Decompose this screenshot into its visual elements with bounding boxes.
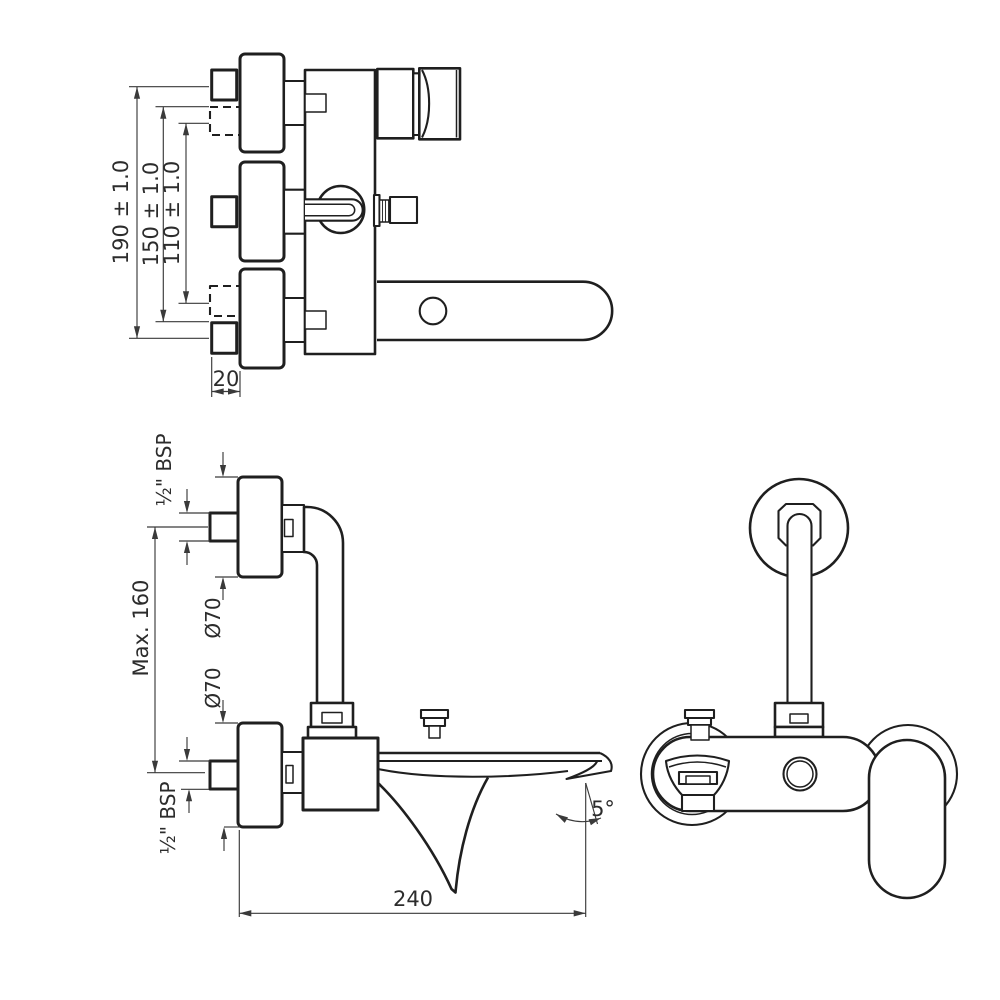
arrow-right [573, 910, 586, 917]
arrow-up [182, 123, 190, 136]
arrow-down [182, 291, 190, 304]
top-view: 190 ± 1.0 150 ± 1.0 110 ± 1.0 20 [109, 52, 614, 397]
arrow-down [219, 711, 227, 723]
dimension-dia70-bottom: Ø70 [201, 667, 240, 851]
arrow-up [219, 577, 227, 589]
arrow-right [228, 388, 240, 395]
dim-label-dia70-top: Ø70 [201, 597, 225, 638]
flange-middle [238, 160, 286, 263]
angle-slant-line [585, 782, 599, 825]
dashed-inlet-top [208, 105, 242, 137]
diverter-cap-mid [686, 716, 713, 727]
inlet-stub-bottom [210, 321, 239, 355]
bsp-stub-top [208, 511, 240, 543]
arrow-down [133, 326, 141, 339]
dimension-angle-5: 5° [555, 782, 615, 917]
screw-knob [388, 195, 419, 225]
dim-label-240: 240 [393, 887, 433, 911]
diverter-mid-side [422, 716, 447, 728]
spout-underside [377, 767, 569, 778]
dim-label-max160: Max. 160 [129, 580, 153, 677]
pipe-union-base-front [773, 725, 825, 739]
arrow-down [151, 760, 159, 773]
arrow-left [211, 388, 224, 395]
wall-flange-bottom [236, 721, 284, 829]
spout-hole [418, 296, 448, 326]
arrow-down [183, 749, 191, 761]
arrow-up [151, 527, 159, 539]
dimension-20: 20 [211, 357, 241, 397]
arrow-up [220, 827, 228, 839]
diverter-cap [683, 708, 716, 720]
dimension-dia70-top: Ø70 [201, 452, 238, 639]
diverter-stem-side [428, 725, 441, 739]
dimension-150: 150 ± 1.0 [139, 106, 209, 323]
pipe-union-base [306, 725, 358, 740]
dim-label-bsp-top: ½" BSP [152, 433, 176, 506]
dim-label-190: 190 ± 1.0 [109, 160, 133, 264]
riser-pipe [302, 505, 345, 705]
dim-label-bsp-bottom: ½" BSP [156, 781, 180, 854]
handle-cap-arc [421, 69, 431, 138]
pipe-union-notch-front [789, 713, 809, 724]
diverter-cap-side [419, 708, 450, 720]
arrow-left [239, 910, 252, 917]
arrow-up [160, 106, 167, 119]
diverter-stem [690, 724, 710, 741]
spout-plan [377, 280, 614, 342]
dim-label-110: 110 ± 1.0 [160, 161, 184, 265]
body-notch-bottom [304, 310, 327, 330]
diverter-base [680, 793, 716, 813]
arrow-arc-left [556, 814, 568, 823]
riser-pipe-front [786, 512, 813, 703]
dimension-max160: Max. 160 [129, 526, 208, 774]
dim-label-dia70-bottom: Ø70 [201, 667, 225, 708]
handle-blade [377, 776, 490, 894]
handle-base-plan [375, 67, 415, 140]
wall-flange-top [236, 475, 284, 579]
diverter-knob-front [664, 708, 731, 813]
arrow-up [183, 541, 191, 553]
arrow-up [185, 789, 193, 802]
arrow-up [133, 86, 141, 99]
arrow-down [183, 501, 191, 513]
flange-bottom [238, 267, 286, 370]
dimension-bsp-top: ½" BSP [152, 433, 210, 565]
bsp-stub-bottom [208, 759, 240, 791]
connector-middle [282, 188, 307, 235]
dimension-bsp-bottom: ½" BSP [156, 737, 210, 855]
dim-label-5deg: 5° [591, 797, 615, 821]
dim-label-150: 150 ± 1.0 [139, 162, 163, 266]
connector-top [282, 79, 307, 127]
dimension-190: 190 ± 1.0 [109, 86, 209, 339]
dimension-110: 110 ± 1.0 [160, 122, 209, 304]
connector-notch [283, 518, 294, 538]
dim-label-20: 20 [213, 367, 240, 391]
connector-bottom [282, 296, 307, 344]
body-center-port [782, 756, 818, 792]
front-view [639, 477, 959, 900]
dashed-inlet-bottom [208, 284, 242, 318]
diverter-band-inner [685, 775, 711, 785]
body-center-port-inner [786, 760, 814, 788]
side-view: ½" BSP Ø70 Max. 160 Ø70 [129, 433, 615, 917]
connector-notch [285, 764, 294, 784]
arrow-arc-right [588, 818, 601, 826]
diverter-bowl-rim [668, 761, 727, 768]
inlet-stub-middle [210, 195, 239, 229]
body-notch-top [304, 93, 327, 113]
arrow-down [160, 309, 167, 322]
screw-plate [372, 193, 381, 228]
inlet-stub-top [210, 68, 239, 102]
flange-top [238, 52, 286, 154]
arrow-down [219, 465, 227, 477]
pipe-union-notch [321, 711, 343, 724]
dimension-240: 240 [238, 830, 586, 917]
spout-lip [565, 752, 613, 781]
mixer-body-side [301, 736, 380, 812]
cartridge-pipe-inner [305, 203, 356, 217]
handle-front [867, 738, 947, 900]
